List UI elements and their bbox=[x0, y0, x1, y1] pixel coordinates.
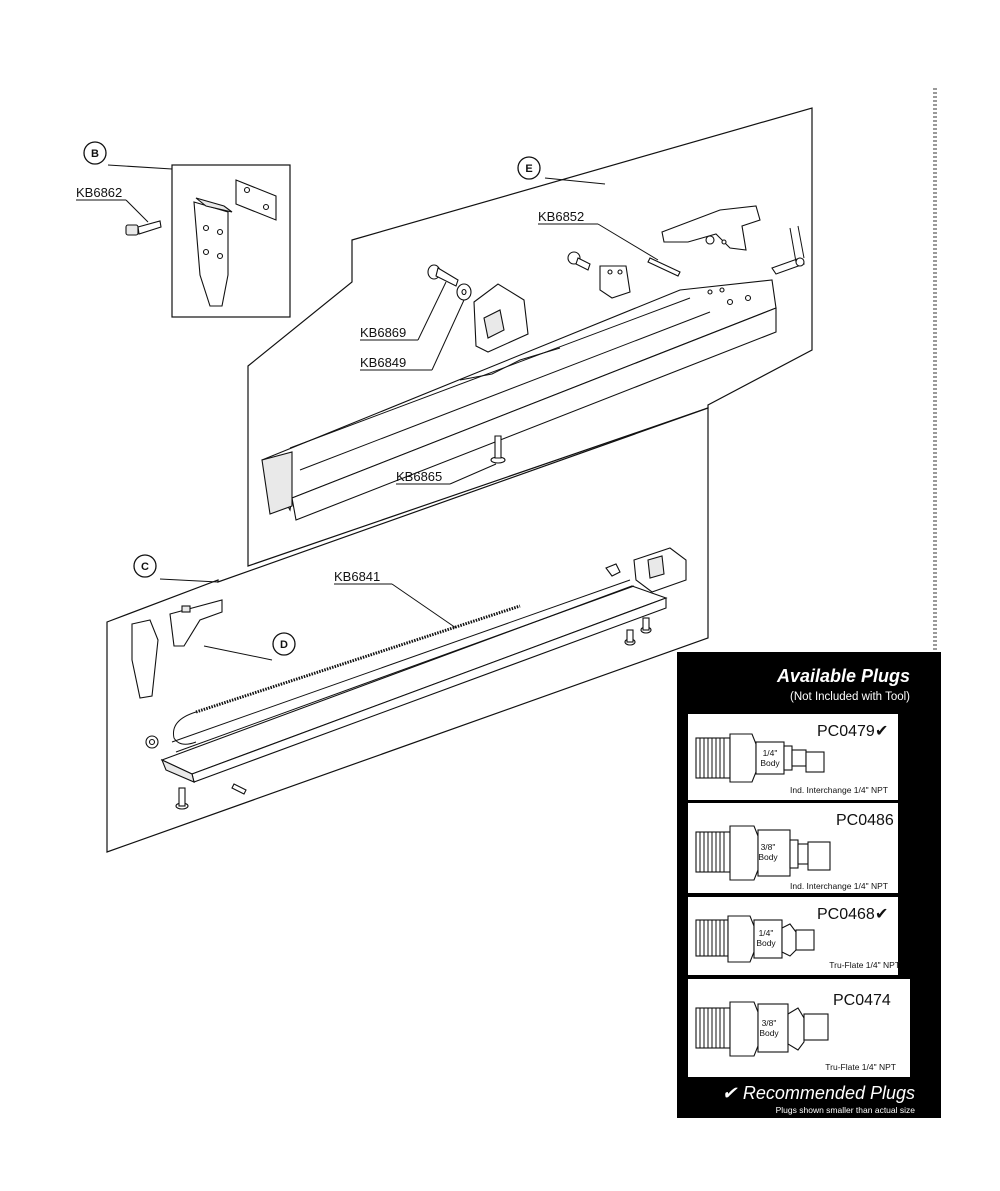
plug-drawing: 3/8" Body bbox=[695, 825, 831, 881]
footer-check-icon: ✔ bbox=[722, 1083, 738, 1103]
plug-body-word: Body bbox=[760, 758, 780, 768]
callout-e: E bbox=[517, 156, 541, 180]
part-label-kb6852: KB6852 bbox=[538, 209, 584, 224]
part-label-kb6862: KB6862 bbox=[76, 185, 122, 200]
plug-body-word: Body bbox=[756, 938, 776, 948]
plug-body-size: 3/8" bbox=[761, 842, 776, 852]
plug-card-pc0474[interactable]: 3/8" Body PC0474 Tru-Flate 1/4" NPT bbox=[688, 979, 910, 1077]
assembly-e bbox=[247, 107, 813, 567]
callout-e-letter: E bbox=[525, 163, 532, 175]
plug-body-word: Body bbox=[758, 852, 778, 862]
plug-body-size: 1/4" bbox=[763, 748, 778, 758]
recommended-footer-title: Recommended Plugs bbox=[743, 1083, 915, 1103]
plug-body-word: Body bbox=[759, 1028, 779, 1038]
part-label-kb6841: KB6841 bbox=[334, 569, 380, 584]
plug-code: PC0486 bbox=[836, 812, 894, 829]
plug-drawing: 3/8" Body bbox=[695, 1001, 829, 1057]
plug-card-pc0479[interactable]: 1/4" Body PC0479 ✔ Ind. Interchange 1/4"… bbox=[688, 714, 898, 800]
plug-body-size: 3/8" bbox=[762, 1018, 777, 1028]
plug-code: PC0479 bbox=[817, 723, 875, 740]
plug-description: Ind. Interchange 1/4" NPT bbox=[790, 881, 888, 891]
plug-body-size: 1/4" bbox=[759, 928, 774, 938]
plug-description: Ind. Interchange 1/4" NPT bbox=[790, 785, 888, 795]
callout-c-letter: C bbox=[141, 561, 149, 573]
callout-c: C bbox=[133, 554, 157, 578]
leader-lines bbox=[76, 199, 659, 629]
plugs-footer-note: Plugs shown smaller than actual size bbox=[776, 1105, 916, 1115]
plug-description: Tru-Flate 1/4" NPT bbox=[825, 1062, 896, 1072]
plug-code: PC0474 bbox=[833, 992, 891, 1009]
plugs-panel: Available Plugs (Not Included with Tool)… bbox=[677, 652, 941, 1118]
plug-card-pc0486[interactable]: 3/8" Body PC0486 Ind. Interchange 1/4" N… bbox=[688, 803, 898, 893]
recommended-footer-check-icon: ✔Recommended Plugs bbox=[722, 1083, 915, 1103]
plug-description: Tru-Flate 1/4" NPT bbox=[829, 960, 900, 970]
assembly-b bbox=[107, 164, 291, 318]
plugs-panel-title: Available Plugs bbox=[776, 666, 910, 686]
part-label-kb6865: KB6865 bbox=[396, 469, 442, 484]
recommended-check-icon: ✔ bbox=[875, 723, 888, 740]
plugs-panel-subtitle: (Not Included with Tool) bbox=[790, 691, 910, 703]
callout-b: B bbox=[83, 141, 107, 165]
plug-code: PC0468 bbox=[817, 906, 875, 923]
callout-b-letter: B bbox=[91, 148, 99, 160]
callout-d-letter: D bbox=[280, 639, 288, 651]
part-label-kb6869: KB6869 bbox=[360, 325, 406, 340]
plug-drawing: 1/4" Body bbox=[695, 733, 825, 783]
plug-drawing: 1/4" Body bbox=[695, 915, 815, 963]
assembly-c bbox=[106, 407, 709, 853]
recommended-check-icon: ✔ bbox=[875, 906, 888, 923]
plug-card-pc0468[interactable]: 1/4" Body PC0468 ✔ Tru-Flate 1/4" NPT bbox=[688, 897, 900, 975]
part-label-kb6849: KB6849 bbox=[360, 355, 406, 370]
callout-d: D bbox=[272, 632, 296, 656]
